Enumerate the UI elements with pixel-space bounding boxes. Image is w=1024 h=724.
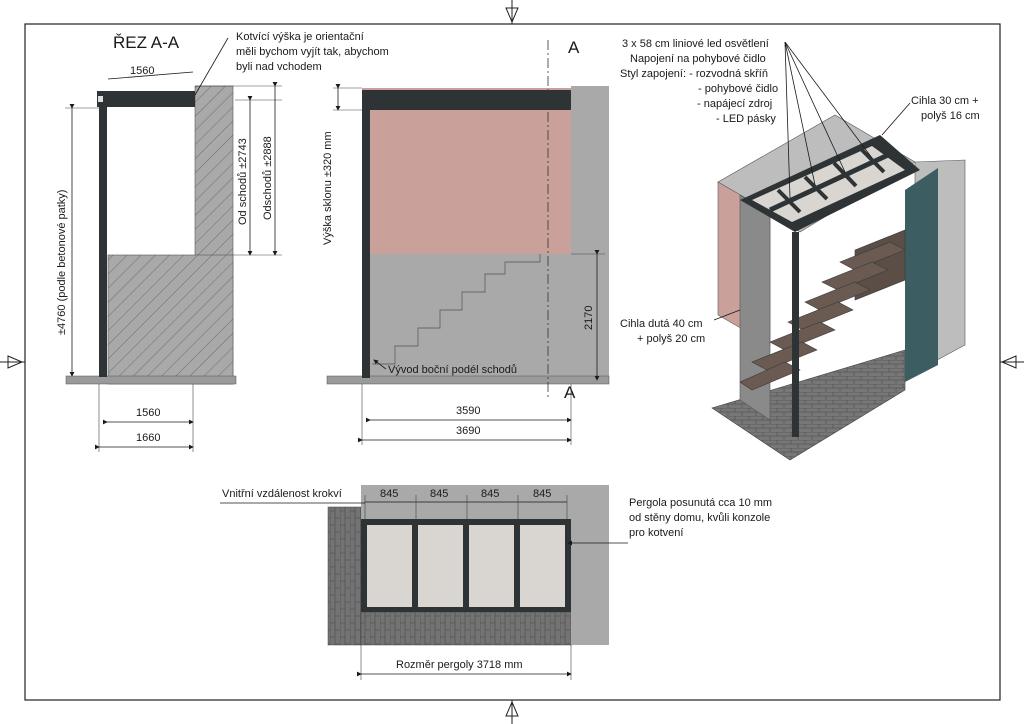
section-mark-top: A <box>568 38 580 57</box>
pergola-note-line-2: od stěny domu, kvůli konzole <box>629 512 770 524</box>
brick-left-line-1: Cihla dutá 40 cm <box>620 318 703 330</box>
label-outlet: Vývod boční podél schodů <box>388 364 517 376</box>
dim-3690: 3690 <box>456 425 480 437</box>
label-inner-distance: Vnitřní vzdálenost krokví <box>222 488 342 500</box>
isometric-view: 3 x 58 cm liniové led osvětlení Napojení… <box>620 38 980 461</box>
rafter-dim-3: 845 <box>481 488 499 500</box>
dim-bottom-1: 1560 <box>136 407 160 419</box>
led-note-line-2: Napojení na pohybové čidlo <box>630 53 766 65</box>
led-note-line-5: - napájecí zdroj <box>697 98 772 110</box>
brick-right-line-2: polyš 16 cm <box>921 110 980 122</box>
anchor-note-line-1: Kotvící výška je orientační <box>236 31 364 43</box>
led-note-line-4: - pohybové čidlo <box>698 83 778 95</box>
anchor-note-line-3: byli nad vchodem <box>236 61 322 73</box>
pergola-note-line-3: pro kotvení <box>629 527 683 539</box>
dim-pergola-total: Rozměr pergoly 3718 mm <box>396 659 523 671</box>
brick-right-line-1: Cihla 30 cm + <box>911 95 979 107</box>
section-mark-bottom: A <box>564 383 576 402</box>
pergola-note-line-1: Pergola posunutá cca 10 mm <box>629 497 772 509</box>
led-note-line-3: Styl zapojení: - rozvodná skříň <box>620 68 768 80</box>
rafter-dim-4: 845 <box>533 488 551 500</box>
anchor-note-line-2: měli bychom vyjít tak, abychom <box>236 46 389 58</box>
dim-bottom-2: 1660 <box>136 432 160 444</box>
rafter-dim-1: 845 <box>380 488 398 500</box>
dim-height: ±4760 (podle betonové patky) <box>56 190 68 335</box>
left-section: ŘEZ A-A 1560 ±4760 (podle betonové patky… <box>56 31 389 452</box>
plan-view: 845 845 845 845 Vnitřní vzdálenost krokv… <box>220 485 772 680</box>
led-note-line-1: 3 x 58 cm liniové led osvětlení <box>622 38 769 50</box>
section-title: ŘEZ A-A <box>113 33 180 52</box>
rafter-dim-2: 845 <box>430 488 448 500</box>
dim-2170: 2170 <box>583 306 595 330</box>
dim-top: 1560 <box>130 65 154 77</box>
dim-away-stairs: Odschodů ±2888 <box>262 136 274 220</box>
dim-3590: 3590 <box>456 405 480 417</box>
brick-left-line-2: + polyš 20 cm <box>637 333 705 345</box>
dim-slope: Výška sklonu ±320 mm <box>322 131 334 245</box>
led-note-line-6: - LED pásky <box>716 113 776 125</box>
dim-from-stairs: Od schodů ±2743 <box>237 138 249 225</box>
middle-section: A A Výška sklonu ±320 mm 2170 Vývod bočn… <box>322 38 610 445</box>
